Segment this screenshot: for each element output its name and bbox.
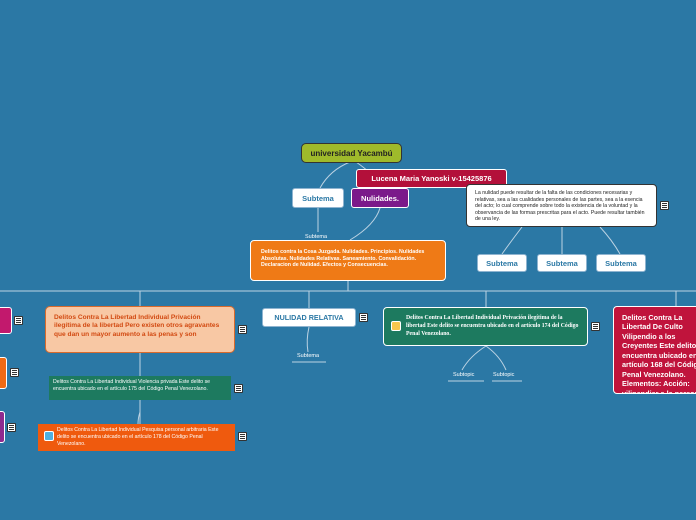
- culto-node[interactable]: Delitos Contra La Libertad De Culto Vili…: [613, 306, 696, 394]
- violencia-privada-label: Delitos Contra La Libertad Individual Vi…: [53, 379, 211, 392]
- nulidades-node[interactable]: Nulidades.: [351, 188, 409, 208]
- subtema-b-label: Subtema: [546, 258, 578, 268]
- left-edge-node-1[interactable]: [0, 307, 12, 334]
- privacion-174-label: Delitos Contra La Libertad Individual Pr…: [406, 315, 579, 338]
- nulidad-relativa-label: NULIDAD RELATIVA: [274, 313, 344, 322]
- link-icon[interactable]: [44, 431, 54, 441]
- left-edge-node-3[interactable]: [0, 411, 5, 443]
- note-icon[interactable]: [238, 432, 247, 441]
- culto-label: Delitos Contra La Libertad De Culto Vili…: [622, 313, 696, 394]
- subtema-a-node[interactable]: Subtema: [477, 254, 527, 272]
- university-node[interactable]: universidad Yacambú: [301, 143, 402, 163]
- pesquisa-node[interactable]: Delitos Contra La Libertad Individual Pe…: [38, 424, 235, 451]
- subtema-top-label: Subtema: [302, 193, 334, 203]
- privacion-ilegitima-node[interactable]: Delitos Contra La Libertad Individual Pr…: [45, 306, 235, 353]
- student-node[interactable]: Lucena Maria Yanoski v-15425876: [356, 169, 507, 188]
- subtema-top-node[interactable]: Subtema: [292, 188, 344, 208]
- violencia-privada-node[interactable]: Delitos Contra La Libertad Individual Vi…: [49, 376, 231, 400]
- subtopic-2-label[interactable]: Subtopic: [493, 372, 515, 378]
- pesquisa-label: Delitos Contra La Libertad Individual Pe…: [57, 427, 219, 447]
- subtema-c-node[interactable]: Subtema: [596, 254, 646, 272]
- central-topic-label: Delitos contra la Cosa Juzgada. Nulidade…: [261, 249, 425, 269]
- note-icon[interactable]: [14, 316, 23, 325]
- flag-icon[interactable]: [391, 321, 401, 331]
- note-icon[interactable]: [7, 423, 16, 432]
- subtema-c-label: Subtema: [605, 258, 637, 268]
- student-label: Lucena Maria Yanoski v-15425876: [371, 174, 492, 183]
- note-icon[interactable]: [10, 368, 19, 377]
- subtema-small-label[interactable]: Subtema: [305, 234, 328, 240]
- note-icon[interactable]: [359, 313, 368, 322]
- subtema-a-label: Subtema: [486, 258, 518, 268]
- nulidad-note-text: La nulidad puede resultar de la falta de…: [475, 190, 645, 222]
- central-topic-node[interactable]: Delitos contra la Cosa Juzgada. Nulidade…: [250, 240, 446, 281]
- note-icon[interactable]: [660, 201, 669, 210]
- nulidad-relativa-node[interactable]: NULIDAD RELATIVA: [262, 308, 356, 327]
- privacion-174-node[interactable]: Delitos Contra La Libertad Individual Pr…: [383, 307, 588, 346]
- privacion-ilegitima-label: Delitos Contra La Libertad Individual Pr…: [54, 314, 220, 338]
- note-icon[interactable]: [234, 384, 243, 393]
- subtema-b-node[interactable]: Subtema: [537, 254, 587, 272]
- note-icon[interactable]: [238, 325, 247, 334]
- left-edge-node-2[interactable]: [0, 357, 7, 389]
- subtopic-1-label[interactable]: Subtopic: [453, 372, 475, 378]
- subtema-nr-label[interactable]: Subtema: [297, 353, 320, 359]
- university-label: universidad Yacambú: [310, 148, 393, 158]
- note-icon[interactable]: [591, 322, 600, 331]
- nulidad-note-node[interactable]: La nulidad puede resultar de la falta de…: [466, 184, 657, 227]
- nulidades-label: Nulidades.: [361, 193, 399, 203]
